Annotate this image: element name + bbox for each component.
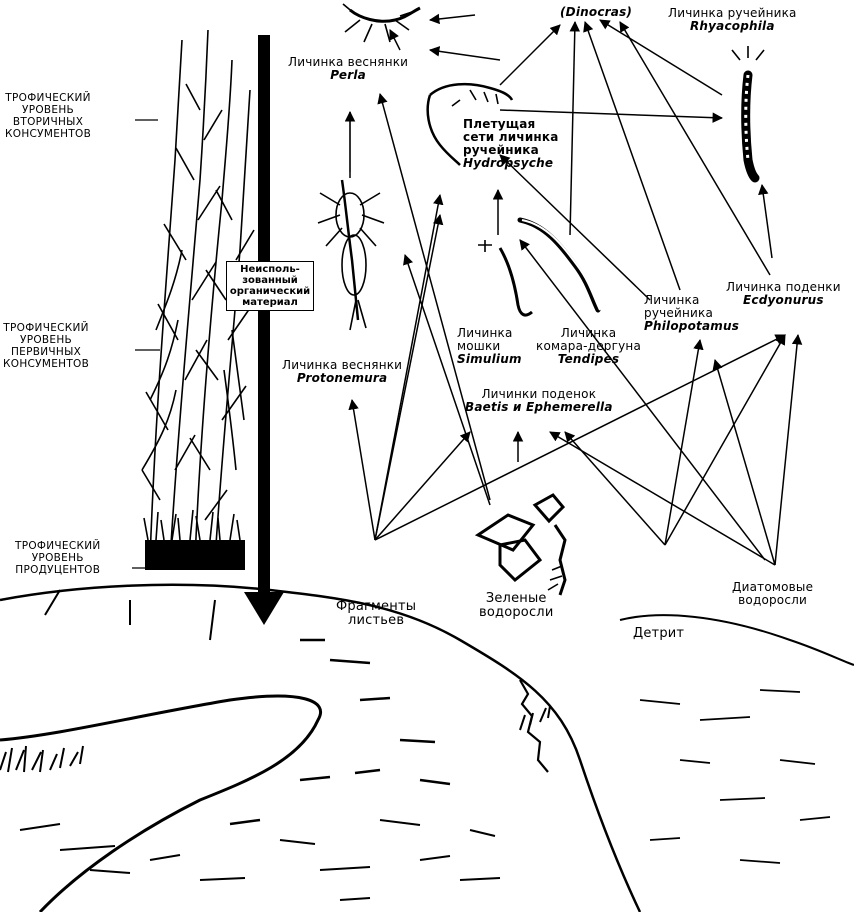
- node-label: водоросли: [479, 605, 554, 620]
- node-label: водоросли: [738, 593, 808, 607]
- label-philopotamus: Личинка ручейника Philopotamus: [644, 294, 739, 333]
- node-label: Личинка веснянки: [282, 358, 403, 372]
- node-species: Rhyacophila: [689, 19, 775, 33]
- level-line: УРОВЕНЬ: [20, 334, 73, 346]
- label-protonemura: Личинка веснянки Protonemura: [282, 359, 402, 385]
- label-baetis: Личинки поденок Baetis и Ephemerella: [465, 388, 613, 414]
- node-label: ручейника: [463, 143, 539, 157]
- box-line: Неисполь-: [240, 264, 300, 275]
- node-species: Simulium: [457, 352, 522, 366]
- box-line: органический: [229, 286, 311, 297]
- stream-illustration: [0, 583, 854, 912]
- node-species: Protonemura: [296, 371, 388, 385]
- node-species: Hydropsyche: [463, 156, 554, 170]
- node-label: сети личинка: [463, 130, 559, 144]
- level-line: ТРОФИЧЕСКИЙ: [3, 322, 89, 334]
- node-label: Личинка: [560, 326, 617, 340]
- level-line: КОНСУМЕНТОВ: [3, 358, 90, 370]
- level-line: УРОВЕНЬ: [22, 104, 75, 116]
- unused-material-box: Неисполь- зованный органический материал: [226, 261, 314, 311]
- label-rhyacophila: Личинка ручейника Rhyacophila: [668, 7, 797, 33]
- node-species: Ecdyonurus: [743, 293, 824, 307]
- label-detritus: Детрит: [633, 626, 685, 641]
- trophic-level-secondary: ТРОФИЧЕСКИЙ УРОВЕНЬ ВТОРИЧНЫХ КОНСУМЕНТО…: [5, 92, 91, 140]
- label-hydropsyche: Плетущая сети личинка ручейника Hydropsy…: [463, 118, 559, 170]
- node-label: Личинка: [457, 326, 513, 340]
- level-line: ТРОФИЧЕСКИЙ: [5, 92, 91, 104]
- node-species: Baetis и Ephemerella: [465, 400, 613, 414]
- unused-material-arrow: [244, 35, 284, 625]
- node-label: Зеленые: [485, 591, 547, 606]
- node-label: листьев: [347, 613, 405, 628]
- node-label: ручейника: [644, 306, 714, 320]
- food-web-arrows: [344, 13, 803, 566]
- level-line: ПЕРВИЧНЫХ: [10, 346, 82, 358]
- reeds-illustration: [141, 29, 255, 570]
- node-label: комара-дергуна: [536, 339, 641, 353]
- node-species: Philopotamus: [644, 319, 740, 333]
- label-green-algae: Зеленые водоросли: [479, 592, 553, 620]
- label-ecdyonurus: Личинка поденки Ecdyonurus: [726, 281, 841, 307]
- node-species: Tendipes: [557, 352, 620, 366]
- level-leader-lines: [132, 119, 160, 569]
- level-line: УРОВЕНЬ: [31, 552, 84, 564]
- label-dinocras: (Dinocras): [560, 5, 633, 19]
- node-label: Фрагменты: [336, 599, 417, 614]
- label-perla: Личинка веснянки Perla: [288, 56, 408, 82]
- level-line: ТРОФИЧЕСКИЙ: [15, 540, 101, 552]
- box-line: зованный: [242, 275, 298, 286]
- node-species: Perla: [330, 68, 366, 82]
- node-label: Личинка веснянки: [288, 55, 409, 69]
- level-line: ВТОРИЧНЫХ: [12, 116, 84, 128]
- node-label: Диатомовые: [732, 580, 814, 594]
- organism-sketches: [317, 3, 765, 596]
- node-label: Плетущая: [463, 117, 536, 131]
- level-line: ПРОДУЦЕНТОВ: [15, 564, 101, 576]
- node-label: Личинка ручейника: [668, 6, 797, 20]
- level-line: КОНСУМЕНТОВ: [5, 128, 92, 140]
- trophic-level-producers: ТРОФИЧЕСКИЙ УРОВЕНЬ ПРОДУЦЕНТОВ: [15, 540, 101, 576]
- label-leaf-fragments: Фрагменты листьев: [336, 600, 416, 628]
- node-label: мошки: [457, 339, 501, 353]
- label-diatoms: Диатомовые водоросли: [732, 581, 813, 607]
- node-label: Личинки поденок: [481, 387, 597, 401]
- node-label: Личинка поденки: [726, 280, 841, 294]
- box-line: материал: [242, 297, 298, 308]
- label-tendipes: Личинка комара-дергуна Tendipes: [536, 327, 641, 366]
- label-simulium: Личинка мошки Simulium: [457, 327, 522, 366]
- node-label: Личинка: [644, 293, 700, 307]
- trophic-level-primary: ТРОФИЧЕСКИЙ УРОВЕНЬ ПЕРВИЧНЫХ КОНСУМЕНТО…: [3, 322, 89, 370]
